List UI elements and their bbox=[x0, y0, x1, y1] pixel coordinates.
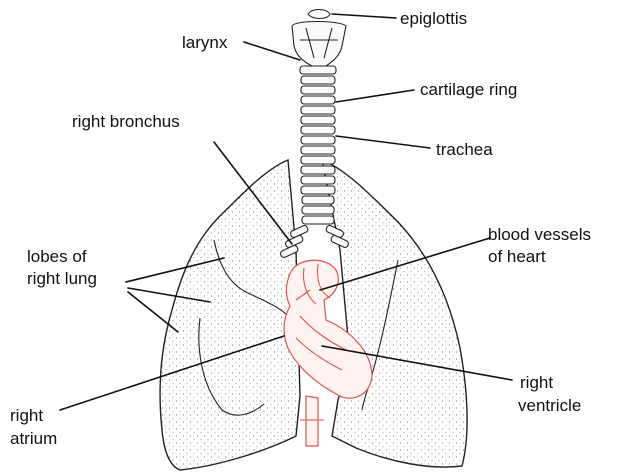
label-right-ventricle-line1: right bbox=[520, 372, 553, 393]
leader-trachea bbox=[336, 136, 430, 148]
trachea-rings bbox=[300, 66, 336, 224]
label-blood-vessels-line2: of heart bbox=[488, 246, 546, 267]
label-trachea: trachea bbox=[436, 139, 493, 160]
leader-larynx bbox=[244, 42, 300, 60]
label-cartilage-ring: cartilage ring bbox=[420, 79, 517, 100]
leader-epiglottis bbox=[332, 14, 396, 18]
leader-cartilage-ring bbox=[336, 90, 414, 102]
label-right-atrium-line1: right bbox=[10, 405, 43, 426]
label-larynx: larynx bbox=[182, 32, 227, 53]
right-lung bbox=[160, 160, 300, 470]
label-lobes-line2: right lung bbox=[27, 268, 97, 289]
epiglottis-shape bbox=[308, 10, 330, 19]
label-lobes-line1: lobes of bbox=[27, 246, 87, 267]
leader-lobes-lower bbox=[128, 292, 178, 332]
left-lung bbox=[322, 160, 467, 467]
label-right-ventricle-line2: ventricle bbox=[518, 395, 581, 416]
label-right-atrium-line2: atrium bbox=[10, 428, 57, 449]
label-blood-vessels-line1: blood vessels bbox=[488, 224, 591, 245]
label-epiglottis: epiglottis bbox=[400, 8, 467, 29]
label-right-bronchus: right bronchus bbox=[72, 111, 180, 132]
